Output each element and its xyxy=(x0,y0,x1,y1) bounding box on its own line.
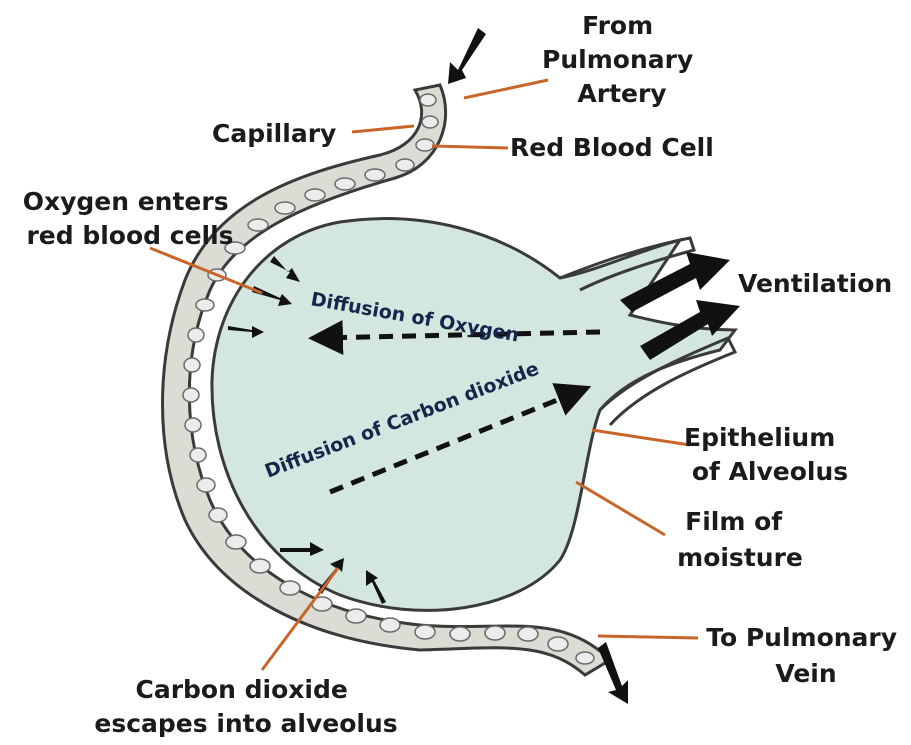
label-oxygen-enters: Oxygen enters red blood cells xyxy=(23,187,238,250)
artery-flow-arrow xyxy=(448,28,486,84)
label-to-pulmonary-vein: To Pulmonary Vein xyxy=(706,623,906,688)
vein-flow-arrow xyxy=(598,642,628,704)
label-epithelium: Epithelium of Alveolus xyxy=(684,423,848,486)
label-film-of-moisture: Film of moisture xyxy=(677,507,803,572)
label-from-pulmonary-artery: From Pulmonary Artery xyxy=(542,11,702,108)
label-red-blood-cell: Red Blood Cell xyxy=(510,133,714,162)
label-ventilation: Ventilation xyxy=(738,269,892,298)
label-carbon-dioxide-escapes: Carbon dioxide escapes into alveolus xyxy=(94,675,397,738)
label-capillary: Capillary xyxy=(212,119,336,148)
